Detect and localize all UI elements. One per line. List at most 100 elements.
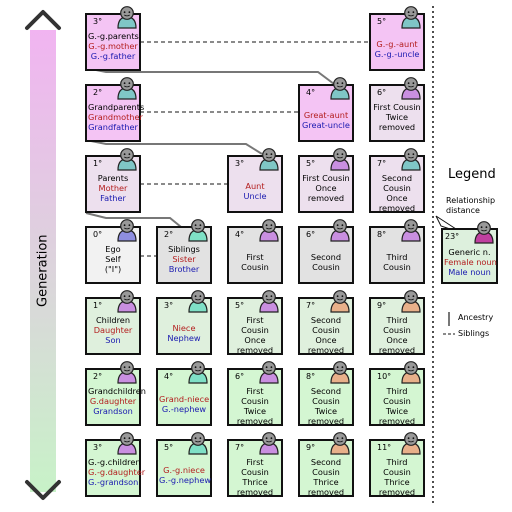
relative-label-line: First Cousin — [373, 102, 421, 112]
relative-label-line: Once — [386, 335, 408, 345]
relative-label-line: Cousin — [383, 262, 411, 272]
relationship-distance: 5° — [164, 443, 174, 452]
relative-label-line: Cousin — [241, 396, 269, 406]
relative-label-line: Son — [105, 335, 121, 345]
relative-label-line: Cousin — [241, 467, 269, 477]
relative-label-line: removed — [307, 487, 345, 497]
relationship-distance: 8° — [306, 372, 316, 381]
relative-label-line: Once — [315, 335, 337, 345]
relationship-distance: 6° — [377, 88, 387, 97]
relative-label-line: Once — [386, 193, 408, 203]
relative-label-line: Great-aunt — [303, 110, 349, 120]
relative-label-line: G.-g.mother — [88, 41, 138, 51]
relative-label-line: removed — [378, 122, 416, 132]
relative-label-line: Grand-niece — [159, 394, 210, 404]
relationship-distance: 9° — [306, 443, 316, 452]
relative-label-line: Uncle — [243, 191, 267, 201]
legend-sample-line: Generic n. — [448, 247, 491, 257]
relative-label-line: G.-g.children — [88, 457, 141, 467]
relative-label-line: Grandchildren — [88, 386, 146, 396]
relationship-distance: 2° — [164, 230, 174, 239]
relative-label-line: Daughter — [93, 325, 133, 335]
relationship-distance: 3° — [93, 17, 103, 26]
relative-label-line: Thrice — [242, 477, 268, 487]
relative-label-line: G.-g.niece — [163, 465, 205, 475]
relative-label-line: Father — [100, 193, 126, 203]
relationship-distance: 11° — [377, 443, 392, 452]
relative-label-line: G.-grandson — [88, 477, 139, 487]
relationship-distance: 5° — [235, 301, 245, 310]
relative-label-line: Third — [386, 457, 408, 467]
relationship-distance: 3° — [164, 301, 174, 310]
relative-label-line: Grandparents — [88, 102, 145, 112]
relative-label-line: First — [246, 457, 264, 467]
relationship-distance: 1° — [93, 159, 103, 168]
relationship-distance: 10° — [377, 372, 392, 381]
relationship-distance: 7° — [235, 443, 245, 452]
relative-label-line: Cousin — [383, 396, 411, 406]
relative-label-line: Third — [386, 386, 408, 396]
relative-label-line: Third — [386, 252, 408, 262]
relative-label-line: Once — [315, 183, 337, 193]
relative-label-line: Mother — [98, 183, 128, 193]
relative-label-line: Once — [244, 335, 266, 345]
relationship-distance: 6° — [306, 230, 316, 239]
relative-label-line: removed — [307, 345, 345, 355]
relative-label-line: Niece — [172, 323, 196, 333]
relationship-distance: 2° — [93, 88, 103, 97]
legend-siblings-label: Siblings — [458, 329, 490, 338]
relative-label-line: G.daughter — [89, 396, 137, 406]
arrow-down-icon — [25, 480, 61, 500]
relative-label-line: Twice — [314, 406, 338, 416]
relative-label-line: ("I") — [104, 264, 122, 274]
relative-label-line: Second — [310, 315, 342, 325]
legend-sample-distance: 23° — [445, 232, 460, 241]
relative-label-line: Cousin — [383, 183, 411, 193]
legend-distance-label: Relationship distance — [446, 196, 496, 215]
relative-label-line: Cousin — [312, 262, 340, 272]
relationship-distance: 8° — [377, 230, 387, 239]
relative-label-line: First Cousin — [302, 173, 350, 183]
relative-label-line: Cousin — [241, 262, 269, 272]
relative-label-line: Cousin — [383, 325, 411, 335]
relative-label-line: Twice — [243, 406, 267, 416]
relative-label-line: Brother — [168, 264, 200, 274]
relative-label-line: removed — [307, 416, 345, 426]
relative-label-line: G.-g.-uncle — [374, 49, 420, 59]
relationship-distance: 0° — [93, 230, 103, 239]
relative-label-line: G.-g.daughter — [88, 467, 146, 477]
relative-label-line: G.-g.parents — [88, 31, 139, 41]
relationship-distance: 4° — [235, 230, 245, 239]
relative-label-line: removed — [378, 345, 416, 355]
